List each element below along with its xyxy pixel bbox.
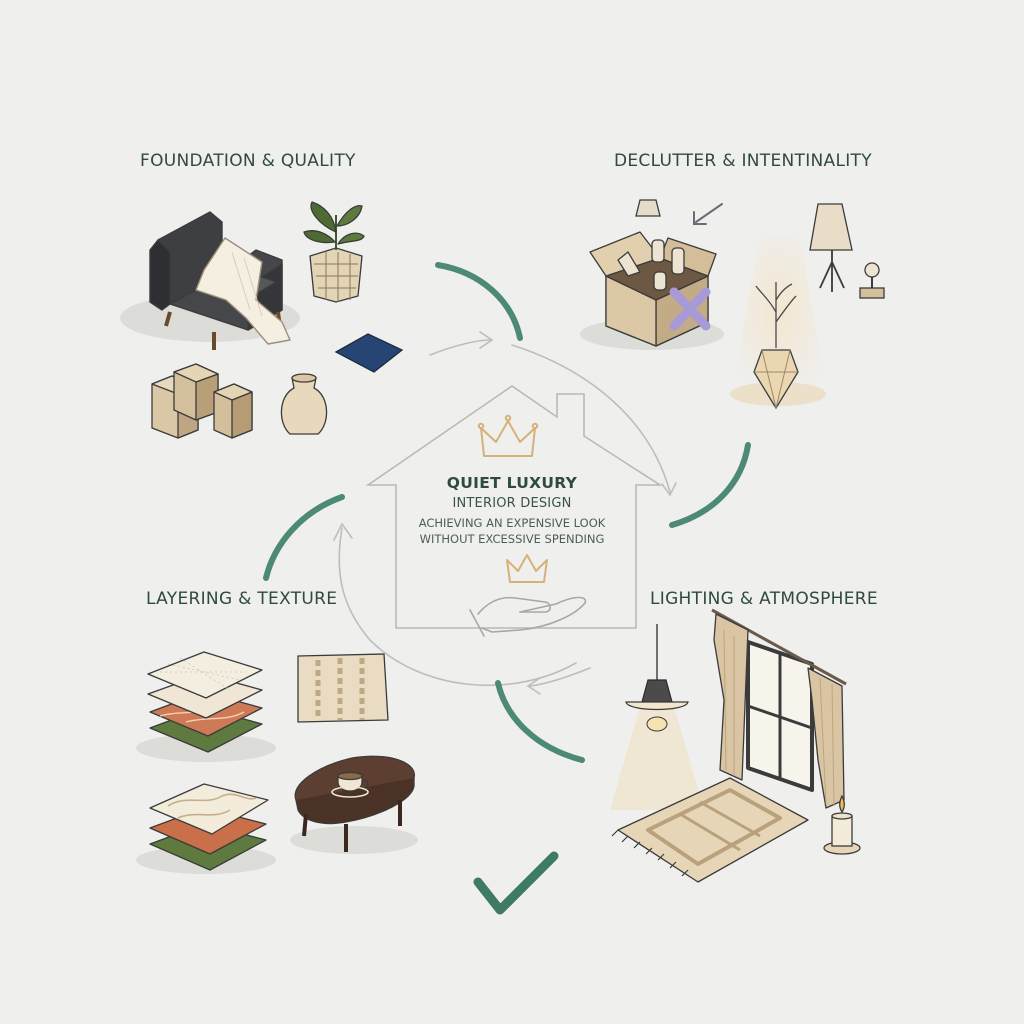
crown-icon [506, 554, 548, 583]
center-title: QUIET LUXURY [446, 474, 578, 492]
desk-lamp-icon [859, 262, 885, 299]
folded-blankets-icon [136, 783, 276, 874]
declutter-intentinality-title: DECLUTTER & INTENTINALITY [614, 151, 872, 171]
wooden-blocks-icon [151, 363, 253, 439]
knit-pillow-icon [297, 653, 389, 723]
green-arc-segments [263, 262, 751, 763]
check-mark-icon [473, 851, 559, 915]
lighting-atmosphere-title: LIGHTING & ATMOSPHERE [650, 589, 878, 609]
vase-icon [280, 373, 328, 435]
floor-lamp-icon [809, 203, 853, 292]
rug-icon [611, 777, 809, 883]
window-with-curtains-icon [711, 608, 847, 809]
spotlit-vase-icon [730, 236, 826, 410]
coffee-table-with-cup-icon [290, 755, 418, 854]
pendant-lamp-icon [610, 624, 704, 810]
layering-texture-title: LAYERING & TEXTURE [146, 589, 338, 609]
crown-icon [477, 414, 539, 457]
storage-box-icon [580, 231, 724, 350]
potted-plant-icon [303, 201, 365, 303]
x-mark-icon [669, 287, 711, 331]
cushion-icon [334, 333, 404, 373]
cycle-arrows [333, 331, 677, 695]
open-hand-icon [469, 596, 587, 637]
center-subtitle: INTERIOR DESIGN [452, 496, 572, 511]
center-tagline-line1: ACHIEVING AN EXPENSIVE LOOK [418, 516, 606, 530]
foundation-quality-title: FOUNDATION & QUALITY [140, 151, 356, 171]
armchair-with-throw-icon [120, 211, 300, 350]
candle-icon [823, 794, 861, 855]
stacked-cushions-icon [136, 651, 276, 762]
small-lampshade-icon [635, 199, 661, 217]
arrow-icon [693, 203, 723, 225]
center-tagline-line2: WITHOUT EXCESSIVE SPENDING [419, 532, 605, 546]
house-outline [365, 385, 663, 629]
